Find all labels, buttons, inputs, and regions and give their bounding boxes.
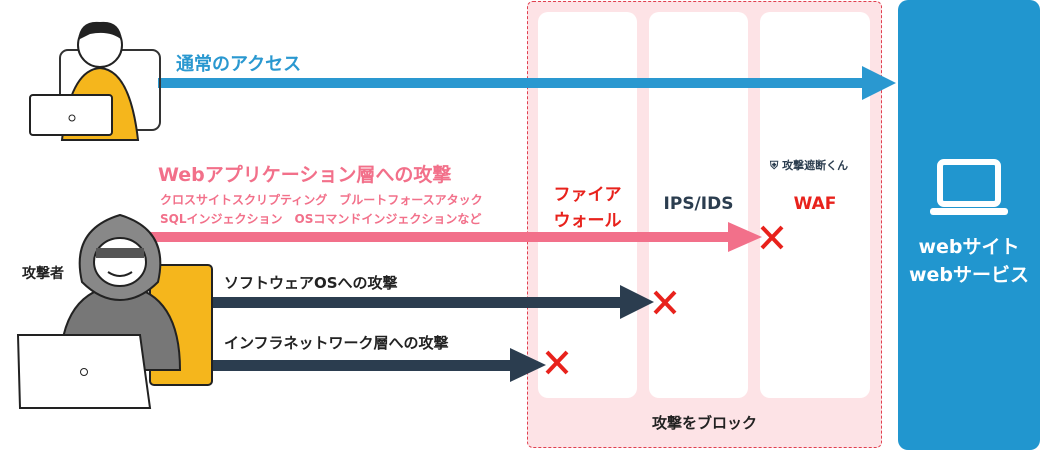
firewall-label-1: ファイア	[553, 185, 622, 205]
website-box: webサイト webサービス	[898, 0, 1040, 450]
web-attack-examples-2: SQLインジェクション OSコマンドインジェクションなど	[160, 212, 482, 226]
waf-logo: ⛨ 攻撃遮断くん	[770, 157, 848, 173]
web-attack-examples-1: クロスサイトスクリプティング ブルートフォースアタック	[160, 193, 483, 207]
normal-access-arrow	[158, 66, 896, 100]
web-attack-arrow	[150, 222, 762, 252]
attacker-label: 攻撃者	[22, 266, 64, 282]
ips-label: IPS/IDS	[663, 194, 734, 214]
firewall-column	[538, 12, 637, 398]
web-attack-label: Webアプリケーション層への攻撃	[158, 164, 452, 186]
site-label-1: webサイト	[918, 236, 1020, 258]
laptop-icon	[930, 159, 1008, 215]
os-attack-arrow	[212, 285, 654, 319]
user-illustration	[29, 21, 161, 141]
waf-column	[760, 12, 870, 398]
block-label: 攻撃をブロック	[651, 414, 757, 432]
ips-column	[649, 12, 748, 398]
firewall-label-2: ウォール	[553, 211, 622, 231]
infra-attack-label: インフラネットワーク層への攻撃	[224, 334, 449, 352]
shield-icon: ⛨	[770, 159, 779, 172]
attacker-illustration	[16, 213, 213, 409]
waf-logo-text: 攻撃遮断くん	[782, 159, 849, 172]
infra-attack-arrow	[212, 348, 546, 382]
os-attack-label: ソフトウェアOSへの攻撃	[224, 274, 398, 292]
waf-label: WAF	[793, 194, 837, 214]
block-x-icons	[545, 225, 784, 375]
site-label-2: webサービス	[908, 264, 1030, 286]
normal-access-label: 通常のアクセス	[176, 54, 302, 75]
